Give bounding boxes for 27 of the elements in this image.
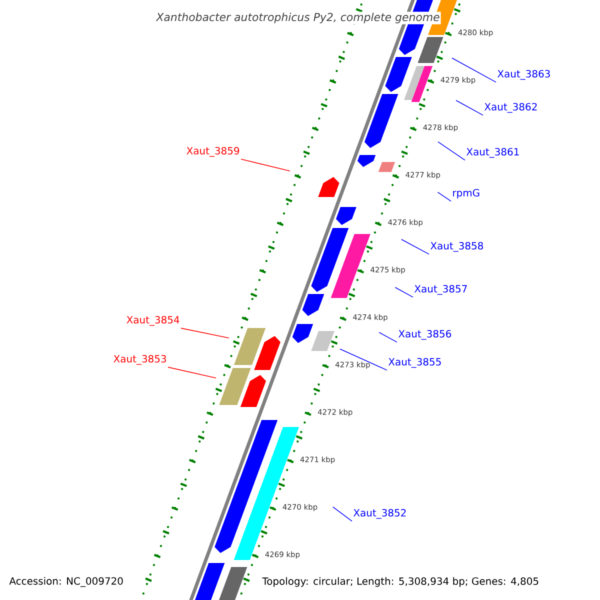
gene-label: Xaut_3852 <box>354 509 406 519</box>
gene-label: Xaut_3854 <box>126 316 180 326</box>
gene-label: rpmG <box>453 188 480 198</box>
leader-line <box>437 192 452 202</box>
title: Xanthobacter autotrophicus Py2, complete genome <box>155 12 441 24</box>
leader-line <box>438 141 466 161</box>
gene-label: Xaut_3856 <box>398 330 452 340</box>
gene-label: Xaut_3862 <box>484 102 537 113</box>
leader-line <box>456 100 484 116</box>
leader-line <box>332 506 352 522</box>
leader-line <box>240 158 290 172</box>
leader-line <box>340 348 388 371</box>
leader-line <box>401 239 430 255</box>
gene-label: Xaut_3861 <box>466 148 519 158</box>
genome-info-label: Topology: circular; Length: 5,308,934 bp; Genes: 4,805 <box>261 576 540 588</box>
leader-line <box>452 58 496 83</box>
gene-label: Xaut_3859 <box>186 146 240 157</box>
gene-label: Xaut_3853 <box>114 355 166 365</box>
gene-label: Xaut_3857 <box>414 284 467 295</box>
accession-label: Accession: NC_009720 <box>8 576 124 588</box>
gene-label: Xaut_3855 <box>388 358 441 368</box>
gene-label: Xaut_3858 <box>430 242 483 252</box>
leader-line <box>168 366 216 378</box>
leader-line <box>394 287 414 298</box>
gene-label: Xaut_3863 <box>498 70 550 80</box>
leader-line <box>378 332 398 343</box>
leader-line <box>180 328 230 338</box>
